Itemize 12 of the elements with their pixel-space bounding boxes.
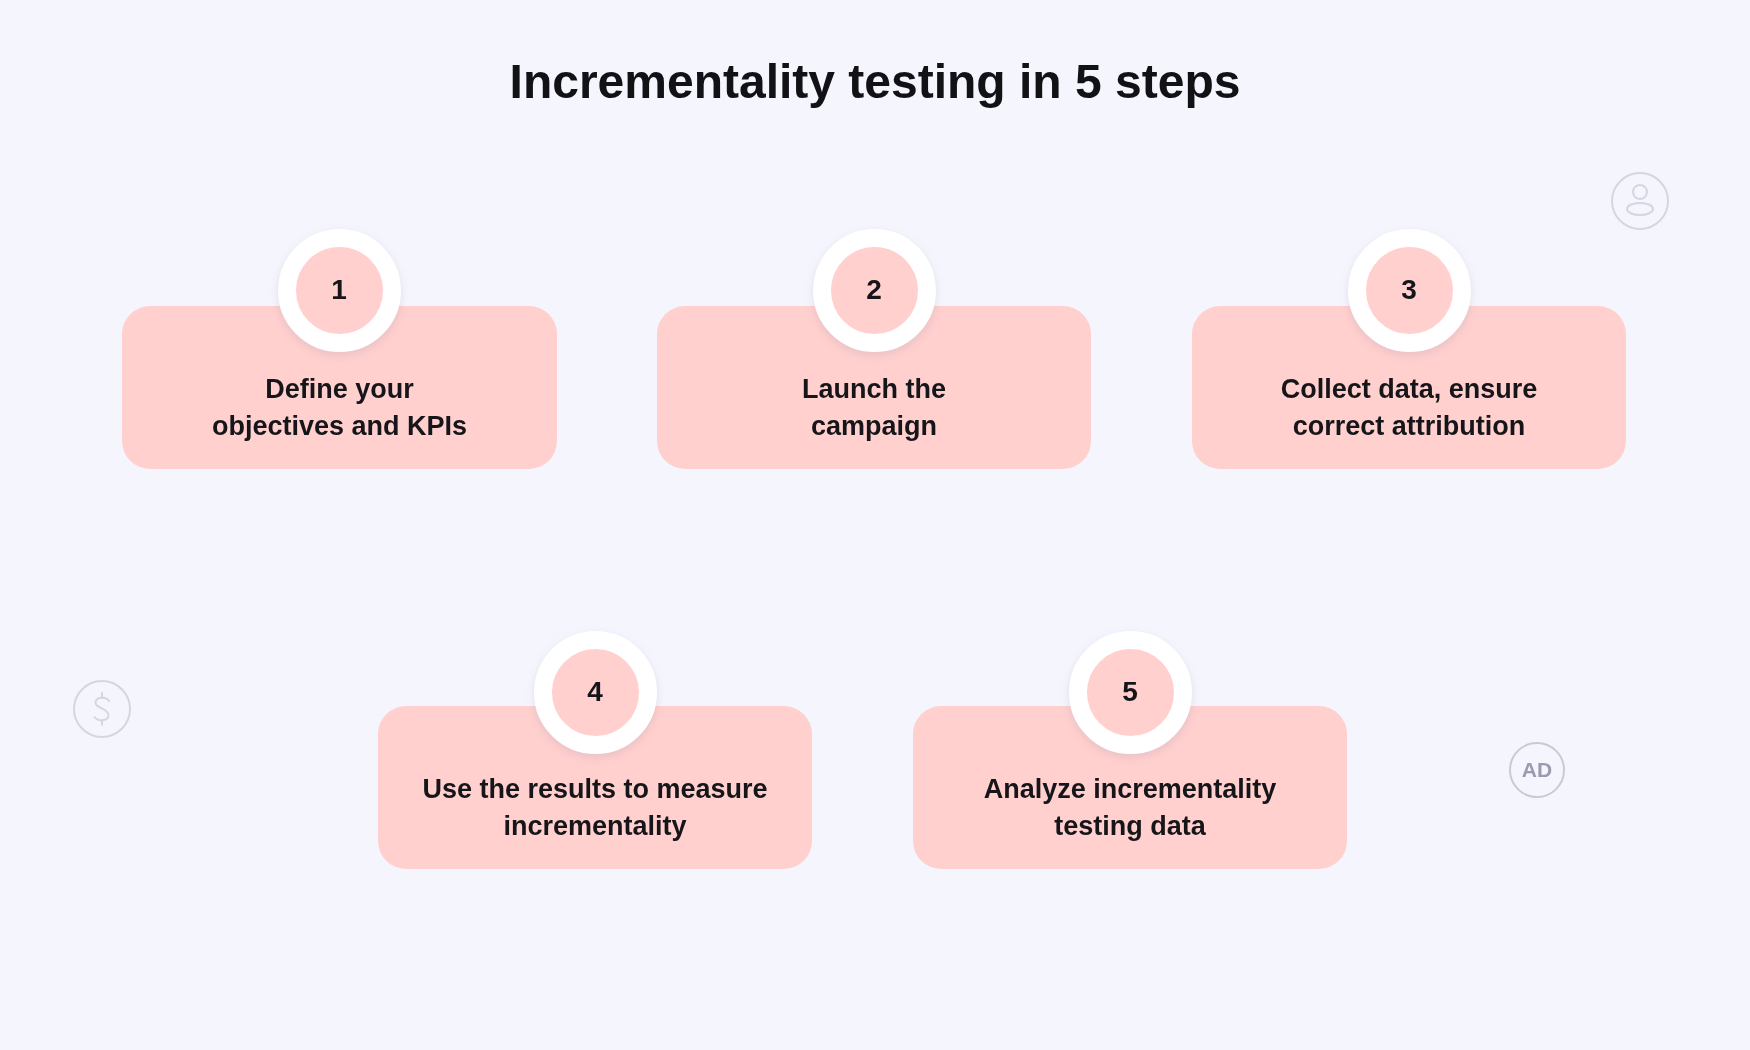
title: Incrementality testing in 5 steps: [508, 54, 1242, 110]
step-number-circle: 2: [812, 228, 936, 352]
step-number-circle: 5: [1068, 630, 1192, 754]
step-card: Use the results to measure incrementality: [378, 706, 812, 869]
step-number-circle: 4: [533, 630, 657, 754]
step-card: Define your objectives and KPIs: [122, 306, 557, 469]
step-number-circle: 1: [277, 228, 401, 352]
step-card: Analyze incrementality testing data: [913, 706, 1347, 869]
step-card: Launch the campaign: [657, 306, 1091, 469]
step-number-circle: 3: [1347, 228, 1471, 352]
ad-badge: AD: [1509, 742, 1565, 798]
step-card: Collect data, ensure correct attribution: [1192, 306, 1626, 469]
